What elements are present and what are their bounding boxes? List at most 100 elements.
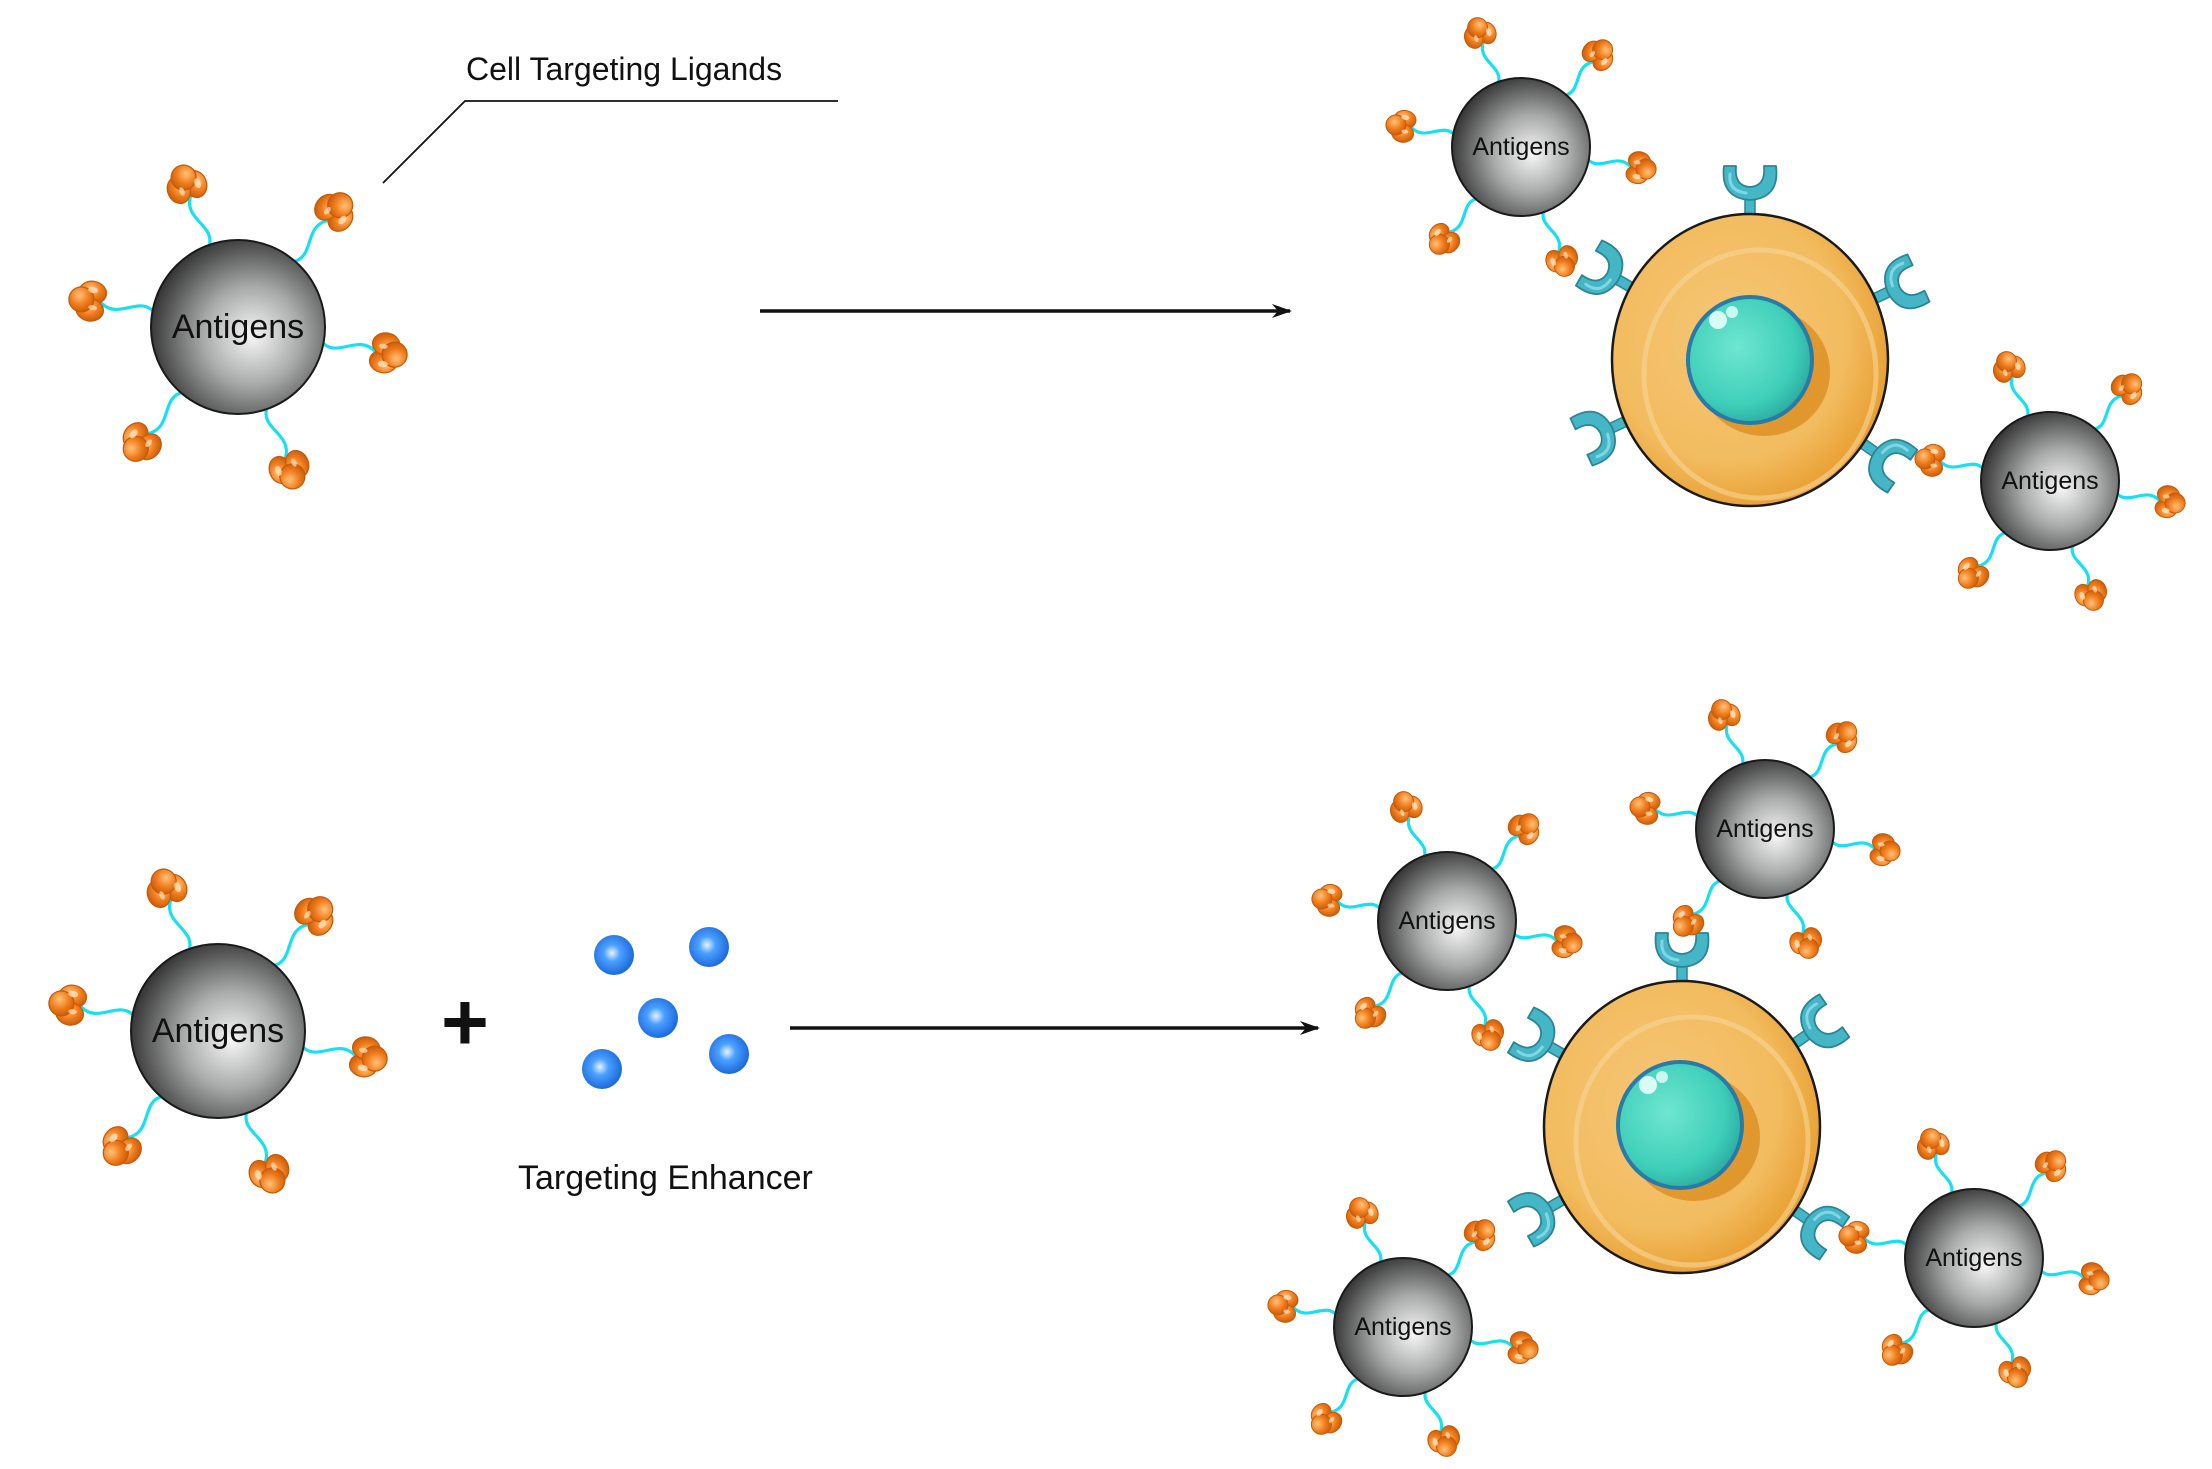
ligand-tether — [1994, 1319, 2015, 1364]
ligand-tether — [1785, 890, 1806, 935]
ligand-icon — [268, 449, 310, 490]
ligand-tether — [244, 1109, 269, 1164]
ligand-tether — [1444, 1240, 1476, 1278]
ligand-tether — [1654, 808, 1701, 819]
antigen-particle: Antigens — [48, 868, 388, 1194]
ligand-icon — [102, 1126, 142, 1166]
ligand-tether — [1724, 723, 1745, 768]
ligand-tether — [2038, 1268, 2085, 1279]
ligand-icon — [2110, 373, 2143, 406]
target-cell — [1507, 932, 1851, 1275]
ligand-tether — [1362, 1221, 1383, 1266]
ligand-icon — [348, 1036, 388, 1078]
ligand-icon — [1463, 17, 1497, 49]
antigen-particle: Antigens — [1629, 699, 1901, 959]
antigen-core — [1333, 1257, 1473, 1397]
ligand-icon — [1629, 791, 1661, 825]
nucleolus-highlight — [1639, 1076, 1657, 1094]
ligand-tether — [1330, 1376, 1362, 1414]
cells-layer — [1507, 165, 1931, 1275]
ligand-tether — [1863, 1237, 1910, 1248]
ligand-tether — [1423, 1388, 1444, 1433]
ligand-icon — [1789, 927, 1823, 959]
antigen-core — [1904, 1188, 2044, 1328]
receptor-icon — [1786, 1202, 1851, 1261]
antigen-core — [1980, 411, 2120, 551]
ligand-icon — [1545, 245, 1579, 277]
antigen-core — [1377, 851, 1517, 991]
antigen-core — [1695, 759, 1835, 899]
ligand-icon — [1998, 1356, 2032, 1388]
nucleolus-highlight — [1709, 311, 1727, 329]
ligand-icon — [1672, 904, 1705, 937]
antigen-label: Antigens — [2001, 467, 2098, 495]
enhancer-bead — [638, 998, 678, 1038]
ligand-tether — [2009, 375, 2030, 420]
ligand-tether — [147, 390, 185, 436]
ligand-icon — [248, 1153, 290, 1194]
ligand-tether — [271, 922, 309, 968]
ligand-icon — [1385, 109, 1417, 143]
ligand-icon — [2074, 579, 2108, 611]
enhancer-bead — [689, 927, 729, 967]
cell-nucleus — [1616, 1060, 1744, 1190]
ligand-tether — [1374, 970, 1406, 1008]
ligand-icon — [166, 164, 208, 205]
antigen-particle: Antigens — [1914, 351, 2186, 611]
ligand-icon — [1916, 1128, 1950, 1160]
ligand-icon — [1914, 443, 1946, 477]
target-cell — [1569, 165, 1931, 508]
ligand-tether — [2070, 542, 2091, 587]
ligand-tether — [1692, 878, 1724, 916]
enhancer-bead — [582, 1049, 622, 1089]
antigen-particle: Antigens — [1311, 791, 1583, 1051]
ligand-icon — [1625, 151, 1657, 185]
ligand-tether — [264, 405, 289, 460]
ligand-icon — [2078, 1262, 2110, 1296]
ligand-tether — [1901, 1307, 1933, 1345]
ligand-icon — [1825, 721, 1858, 754]
antigen-label: Antigens — [1716, 815, 1813, 843]
ligand-icon — [1428, 222, 1461, 255]
ligand-tether — [1806, 742, 1838, 780]
antigen-core — [150, 239, 326, 415]
ligand-icon — [68, 280, 108, 322]
ligand-icon — [1389, 791, 1423, 823]
ligand-tether — [1933, 1152, 1954, 1197]
ligand-tether — [79, 1005, 136, 1018]
antigen-core — [1451, 77, 1591, 217]
ligand-tether — [1336, 900, 1383, 911]
ligand-icon — [1551, 925, 1583, 959]
ligand-icon — [1707, 699, 1741, 731]
ligand-icon — [122, 422, 162, 462]
ligand-tether — [1467, 982, 1488, 1027]
ligand-icon — [1267, 1289, 1299, 1323]
ligand-icon — [1311, 883, 1343, 917]
ligand-icon — [314, 192, 354, 232]
ligand-icon — [294, 896, 334, 936]
receptor-icon — [1722, 165, 1778, 221]
antigen-label: Antigens — [1925, 1244, 2022, 1272]
ligand-icon — [1992, 351, 2026, 383]
ligand-tether — [2091, 394, 2123, 432]
ligand-tether — [320, 340, 377, 353]
antigen-label: Antigens — [1472, 133, 1569, 161]
ligand-icon — [146, 868, 188, 909]
ligand-icon — [1463, 1219, 1496, 1252]
antigen-label: Antigens — [152, 1012, 284, 1050]
ligand-icon — [1345, 1197, 1379, 1229]
ligand-tether — [1410, 126, 1457, 137]
ligand-tether — [1467, 1337, 1514, 1348]
ligand-icon — [1427, 1425, 1461, 1457]
ligand-tether — [300, 1044, 357, 1057]
antigen-label: Antigens — [1354, 1313, 1451, 1341]
ligand-tether — [1448, 196, 1480, 234]
callout-leader-line — [382, 100, 838, 184]
ligand-icon — [1869, 833, 1901, 867]
antigen-core — [130, 943, 306, 1119]
ligand-tether — [1488, 834, 1520, 872]
ligand-icon — [2154, 485, 2186, 519]
ligand-tether — [1562, 60, 1594, 98]
receptor-icon — [1654, 932, 1710, 988]
